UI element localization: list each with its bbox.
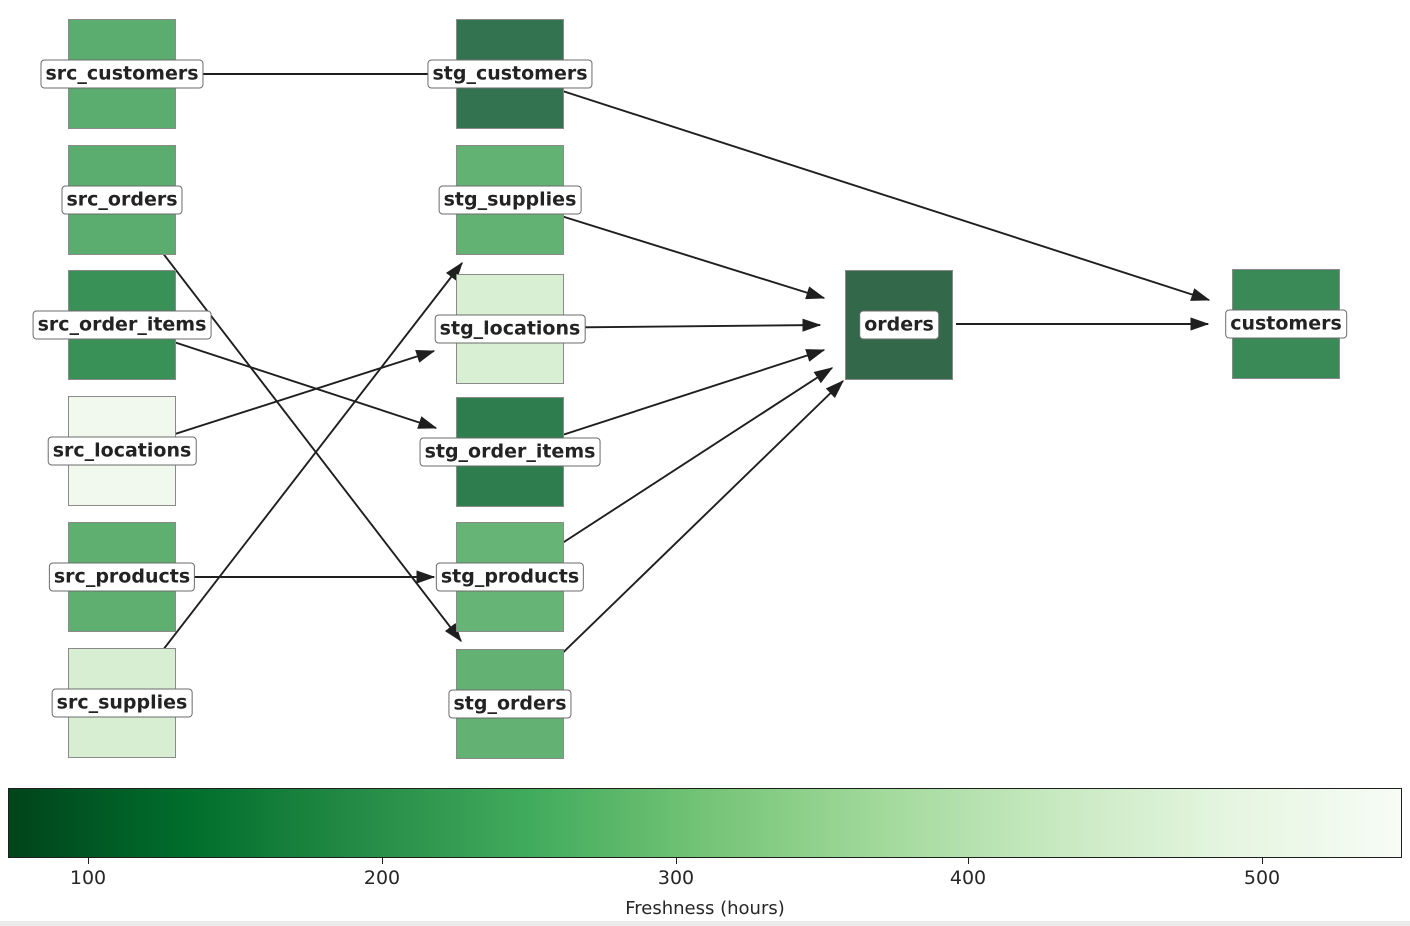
colorbar-tick-400: [968, 858, 970, 864]
colorbar-axis-label: Freshness (hours): [625, 898, 785, 919]
colorbar-gradient: [8, 788, 1402, 858]
colorbar-tick-label-400: 400: [949, 867, 987, 889]
colorbar-tick-300: [676, 858, 678, 864]
edge-src_supplies-to-stg_supplies: [121, 261, 463, 704]
node-label-stg_orders: stg_orders: [448, 689, 572, 719]
bottom-edge-strip: [0, 921, 1410, 926]
edge-stg_orders-to-orders: [509, 380, 844, 705]
node-label-stg_supplies: stg_supplies: [438, 185, 582, 215]
colorbar-tick-500: [1262, 858, 1264, 864]
node-label-orders: orders: [859, 310, 939, 340]
edge-src_orders-to-stg_orders: [121, 199, 462, 643]
node-label-customers: customers: [1225, 309, 1347, 339]
node-label-stg_locations: stg_locations: [434, 314, 586, 344]
colorbar-tick-200: [382, 858, 384, 864]
node-label-src_products: src_products: [48, 562, 196, 592]
node-label-src_orders: src_orders: [61, 185, 183, 215]
colorbar-tick-label-100: 100: [69, 867, 107, 889]
node-label-src_locations: src_locations: [47, 436, 197, 466]
edge-stg_customers-to-customers: [509, 73, 1211, 301]
colorbar-tick-label-300: 300: [657, 867, 695, 889]
colorbar-tick-label-200: 200: [363, 867, 401, 889]
node-label-stg_customers: stg_customers: [427, 59, 593, 89]
colorbar-tick-100: [88, 858, 90, 864]
node-label-src_supplies: src_supplies: [51, 688, 193, 718]
node-label-src_customers: src_customers: [40, 59, 204, 89]
node-label-stg_order_items: stg_order_items: [419, 437, 601, 467]
node-label-stg_products: stg_products: [435, 562, 585, 592]
colorbar-tick-label-500: 500: [1243, 867, 1281, 889]
node-label-src_order_items: src_order_items: [32, 310, 212, 340]
